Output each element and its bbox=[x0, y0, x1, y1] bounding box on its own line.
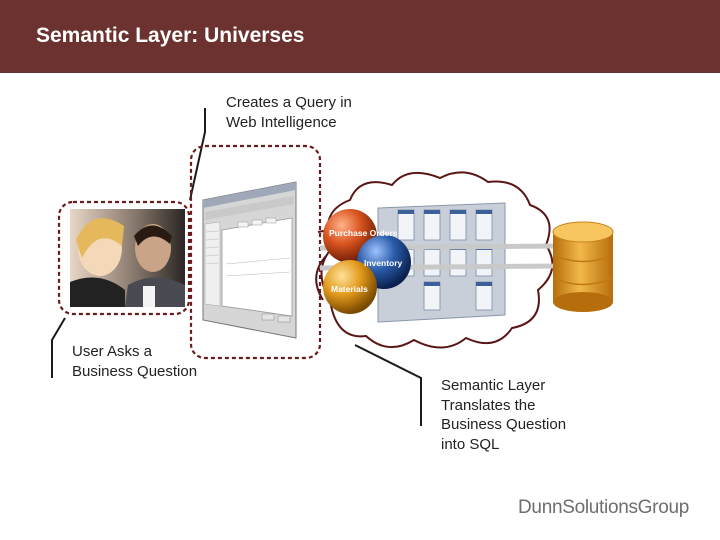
semantic-connector bbox=[354, 344, 422, 426]
query-caption: Creates a Query in Web Intelligence bbox=[226, 93, 352, 132]
connector-lines bbox=[51, 108, 422, 426]
app-window-screenshot bbox=[202, 181, 297, 339]
query-caption-line1: Creates a Query in bbox=[226, 94, 352, 111]
materials-sphere bbox=[323, 260, 377, 314]
user-caption: User Asks a Business Question bbox=[72, 342, 197, 381]
semantic-caption: Semantic Layer Translates the Business Q… bbox=[441, 376, 566, 454]
user-callout-border bbox=[57, 200, 191, 316]
semantic-caption-line4: into SQL bbox=[441, 435, 500, 453]
user-caption-line1: User Asks a bbox=[72, 343, 153, 360]
semantic-caption-line2: Translates the bbox=[441, 396, 536, 414]
inventory-label: Inventory bbox=[364, 258, 403, 268]
query-callout-border bbox=[189, 144, 322, 360]
user-connector bbox=[51, 317, 66, 378]
user-caption-line2: Business Question bbox=[72, 362, 198, 380]
materials-label: Materials bbox=[331, 284, 368, 294]
semantic-caption-line3: Business Question bbox=[441, 416, 567, 433]
database-icon bbox=[552, 221, 614, 312]
slide-header: Semantic Layer: Universes bbox=[0, 0, 720, 73]
semantic-cloud bbox=[315, 171, 561, 349]
slide-title: Semantic Layer: Universes bbox=[36, 24, 305, 47]
semantic-caption-line1: Semantic Layer bbox=[441, 377, 546, 394]
query-connector bbox=[189, 108, 206, 201]
company-logo: DunnSolutionsGroup bbox=[518, 497, 689, 518]
sphere-labels: Purchase Orders Inventory Materials bbox=[329, 228, 403, 294]
users-photo bbox=[70, 209, 185, 307]
query-caption-line2: Web Intelligence bbox=[226, 113, 337, 131]
purchase-label: Purchase Orders bbox=[329, 228, 398, 238]
